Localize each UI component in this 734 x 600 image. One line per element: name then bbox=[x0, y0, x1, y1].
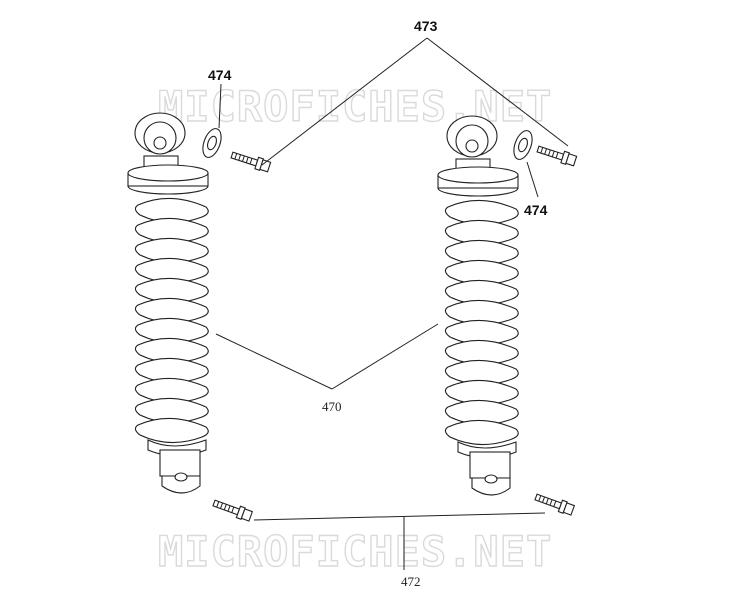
washer-left bbox=[202, 128, 222, 158]
leader-473-left bbox=[261, 37, 428, 166]
leader-473-right bbox=[426, 37, 569, 147]
leader-474-right bbox=[526, 161, 539, 198]
callout-474-left: 474 bbox=[208, 67, 232, 83]
leader-470-left bbox=[215, 333, 333, 390]
watermark-top: MICROFICHES.NET bbox=[158, 82, 552, 131]
lower-bolt-right bbox=[534, 493, 576, 516]
leader-470-right bbox=[331, 323, 439, 390]
upper-bolt-right bbox=[536, 145, 578, 167]
callout-470: 470 bbox=[322, 399, 342, 414]
lower-bolt-left bbox=[212, 499, 254, 522]
shock-absorber-right bbox=[437, 115, 519, 496]
upper-bolt-left bbox=[230, 151, 272, 173]
leader-lines bbox=[215, 37, 569, 570]
callout-472: 472 bbox=[401, 574, 421, 589]
shock-absorber-left bbox=[127, 112, 209, 494]
leader-474-left bbox=[218, 83, 222, 129]
leader-472-bar bbox=[253, 512, 546, 521]
washer-right bbox=[513, 130, 533, 160]
callout-474-right: 474 bbox=[524, 202, 548, 218]
callout-473: 473 bbox=[414, 18, 438, 34]
watermark-bottom: MICROFICHES.NET bbox=[158, 527, 552, 576]
